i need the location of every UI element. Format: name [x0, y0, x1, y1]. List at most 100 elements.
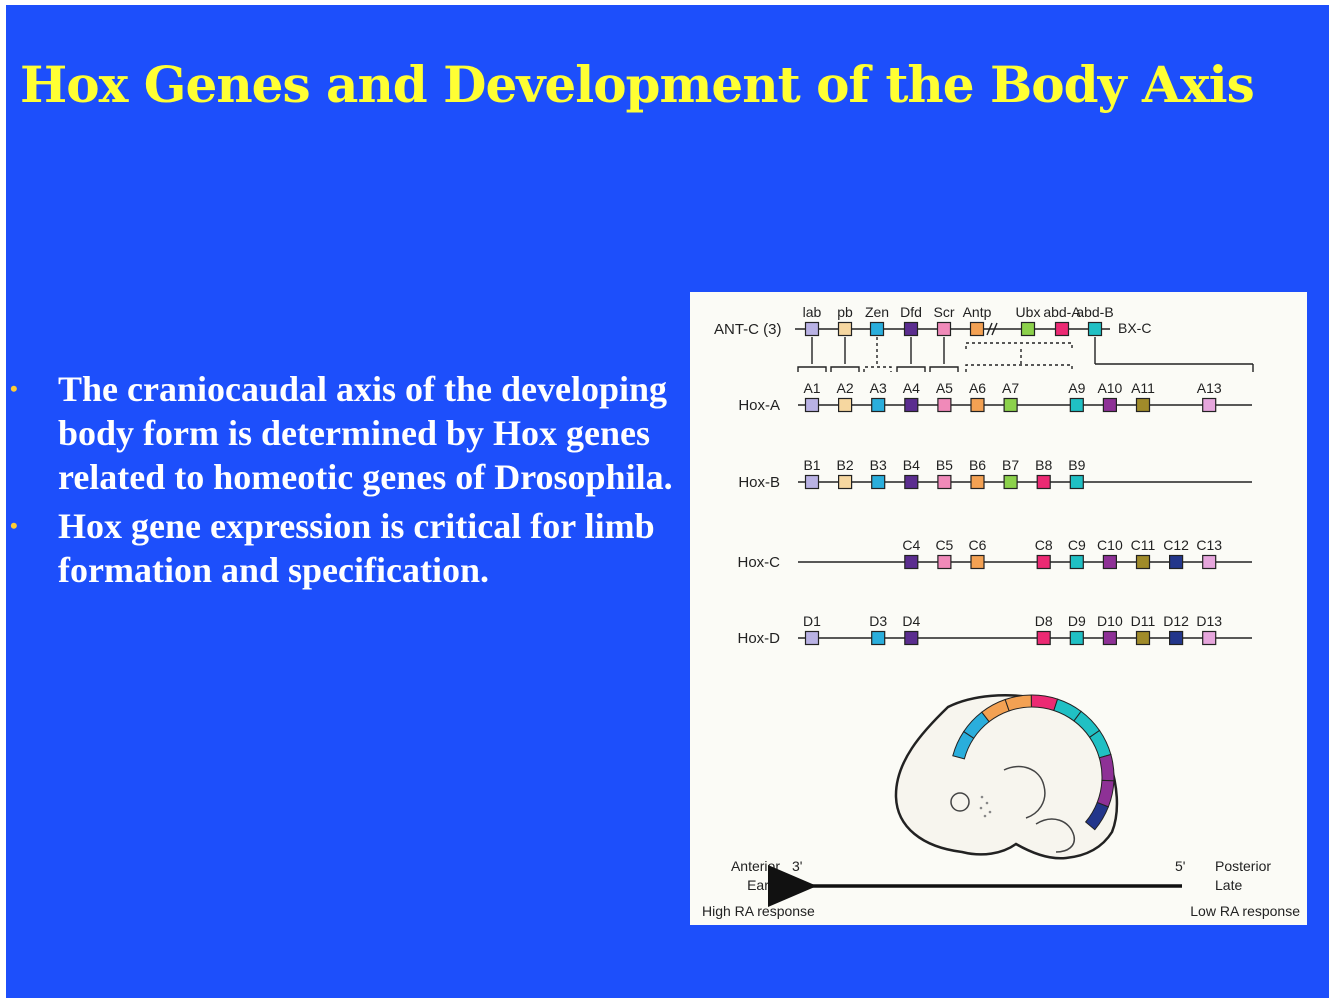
high-ra-label: High RA response [702, 903, 815, 919]
gene-box-d11 [1135, 630, 1151, 646]
gene-label-d13: D13 [1196, 613, 1222, 629]
gene-label-b5: B5 [936, 457, 953, 473]
gene-label-b1: B1 [803, 457, 820, 473]
hox-expression-bands [952, 694, 1115, 831]
gene-label-a6: A6 [969, 380, 986, 396]
cluster-label: Hox-A [738, 397, 780, 414]
gene-label-c4: C4 [902, 537, 920, 553]
bullet-item: • Hox gene expression is critical for li… [6, 504, 706, 592]
gene-label-b6: B6 [969, 457, 986, 473]
gene-label-b9: B9 [1068, 457, 1085, 473]
gene-box-abd-b [1087, 321, 1103, 337]
gene-box-b5 [937, 474, 952, 490]
gene-box-d9 [1069, 630, 1084, 646]
gene-label-a7: A7 [1002, 380, 1019, 396]
gene-label-ubx: Ubx [1016, 304, 1041, 320]
gene-box-a2 [838, 397, 853, 413]
gene-label-c8: C8 [1035, 537, 1053, 553]
gene-label-a5: A5 [936, 380, 953, 396]
late-label: Late [1215, 877, 1242, 893]
bullet-marker: • [10, 513, 18, 538]
gene-label-zen: Zen [865, 304, 889, 320]
gene-box-a6 [970, 397, 985, 413]
gene-box-a9 [1069, 397, 1084, 413]
gene-label-c9: C9 [1068, 537, 1086, 553]
gene-label-b7: B7 [1002, 457, 1019, 473]
low-ra-label: Low RA response [1190, 903, 1300, 919]
gene-box-d12 [1169, 630, 1184, 646]
bullet-list: • The craniocaudal axis of the developin… [6, 367, 706, 597]
gene-box-a10 [1102, 397, 1117, 413]
gene-box-d4 [904, 630, 919, 646]
gene-box-a11 [1135, 397, 1151, 413]
gene-label-pb: pb [837, 304, 853, 320]
bullet-marker: • [10, 376, 18, 401]
gene-box-d8 [1036, 630, 1051, 646]
gene-label-b4: B4 [903, 457, 920, 473]
cluster-label: Hox-D [737, 630, 780, 647]
bullet-item: • The craniocaudal axis of the developin… [6, 367, 706, 499]
gene-box-a4 [904, 397, 919, 413]
expression-band [1084, 801, 1110, 831]
gene-label-c12: C12 [1163, 537, 1189, 553]
gene-label-d12: D12 [1163, 613, 1189, 629]
gene-label-a11: A11 [1131, 380, 1155, 396]
gene-box-antp [969, 321, 985, 337]
gene-label-d11: D11 [1131, 613, 1156, 629]
gene-label-dfd: Dfd [900, 304, 922, 320]
gene-label-a2: A2 [837, 380, 854, 396]
slide-title: Hox Genes and Development of the Body Ax… [20, 55, 1255, 114]
posterior-label: Posterior [1215, 858, 1271, 874]
gene-box-scr [936, 321, 952, 337]
gene-box-c6 [970, 554, 985, 570]
bxc-label: BX-C [1118, 320, 1151, 336]
gene-label-antp: Antp [963, 304, 992, 320]
gene-box-b4 [904, 474, 919, 490]
gene-box-b9 [1069, 474, 1084, 490]
gene-label-d4: D4 [902, 613, 920, 629]
gene-box-a13 [1202, 397, 1217, 413]
gene-box-b7 [1003, 474, 1018, 490]
gene-label-c11: C11 [1131, 537, 1156, 553]
gene-box-a3 [871, 397, 886, 413]
gene-label-d3: D3 [869, 613, 887, 629]
gene-box-c4 [904, 554, 919, 570]
gene-box-b1 [804, 474, 820, 490]
embryo-lower-limb [1035, 818, 1076, 853]
gene-label-a1: A1 [803, 380, 820, 396]
three-prime-label: 3' [792, 858, 802, 874]
homology-connectors [797, 337, 1254, 372]
early-label: Early [747, 877, 779, 893]
gene-box-c11 [1135, 554, 1151, 570]
gene-label-a13: A13 [1197, 380, 1222, 396]
embryo-eye [950, 792, 970, 812]
drosophila-break-mark [986, 322, 998, 336]
gene-label-d1: D1 [803, 613, 821, 629]
gene-label-a3: A3 [870, 380, 887, 396]
embryo-illustration [894, 694, 1119, 860]
gene-box-a7 [1003, 397, 1018, 413]
gene-box-d10 [1102, 630, 1117, 646]
gene-box-a1 [804, 397, 820, 413]
expression-band [1098, 753, 1115, 782]
slide: Hox Genes and Development of the Body Ax… [6, 5, 1329, 998]
anterior-label: Anterior [731, 858, 780, 874]
gene-label-c13: C13 [1196, 537, 1222, 553]
gene-box-c13 [1202, 554, 1217, 570]
bullet-text: Hox gene expression is critical for limb… [58, 506, 655, 590]
gene-box-abd-a [1054, 321, 1070, 337]
gene-box-dfd [903, 321, 919, 337]
gene-box-c8 [1036, 554, 1051, 570]
gene-box-d1 [804, 630, 820, 646]
gene-box-zen [869, 321, 885, 337]
gene-label-a10: A10 [1097, 380, 1122, 396]
gene-label-c5: C5 [935, 537, 953, 553]
gene-label-d9: D9 [1068, 613, 1086, 629]
gene-box-b8 [1036, 474, 1051, 490]
gene-box-c10 [1102, 554, 1117, 570]
